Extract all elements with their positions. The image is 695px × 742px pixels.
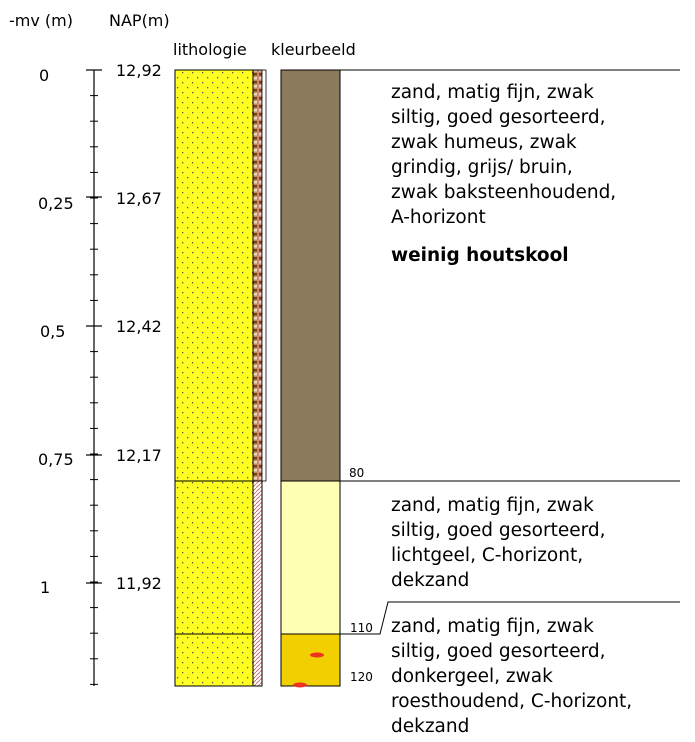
layer-description-1: zand, matig fijn, zwak siltig, goed geso… [391, 82, 617, 228]
nap-label: 12,92 [116, 61, 162, 80]
rust-mottle [293, 682, 307, 688]
color-layer-donkergeel [280, 633, 341, 687]
nap-label: 12,67 [116, 189, 162, 208]
depth-label-mv: 1 [40, 578, 51, 597]
boundary-depth-label: 120 [350, 670, 373, 684]
header-kleurbeeld: kleurbeeld [271, 40, 356, 59]
depth-axis [86, 69, 102, 686]
lithology-column [174, 69, 267, 687]
header-mv: -mv (m) [9, 11, 73, 30]
depth-label-mv: 0 [39, 66, 50, 85]
depth-label-mv: 0,75 [38, 450, 74, 469]
nap-label: 11,92 [116, 574, 162, 593]
header-nap: NAP(m) [109, 11, 170, 30]
layer-description-2: zand, matig fijn, zwak siltig, goed geso… [391, 495, 606, 591]
boundary-line-110 [340, 601, 680, 635]
nap-label: 12,17 [116, 446, 162, 465]
layer-note-houtskool: weinig houtskool [391, 245, 569, 266]
boundary-depth-label: 110 [350, 621, 373, 635]
color-layer-a-horizont [280, 69, 341, 482]
layer-description-3: zand, matig fijn, zwak siltig, goed geso… [391, 616, 633, 737]
boundary-lines [340, 69, 680, 635]
boundary-depth-label: 80 [349, 466, 365, 480]
depth-label-mv: 0,25 [38, 194, 74, 213]
kleurbeeld-column [280, 69, 341, 688]
lithology-sand [174, 69, 254, 687]
header-lithologie: lithologie [173, 40, 247, 59]
lithology-brick-strip [252, 69, 263, 482]
nap-label: 12,42 [116, 317, 162, 336]
lithology-hatch-strip [252, 480, 263, 687]
lithology-edge-strip [261, 69, 267, 482]
depth-label-mv: 0,5 [40, 322, 66, 341]
color-layer-lichtgeel [280, 480, 341, 635]
rust-mottle [310, 652, 324, 658]
